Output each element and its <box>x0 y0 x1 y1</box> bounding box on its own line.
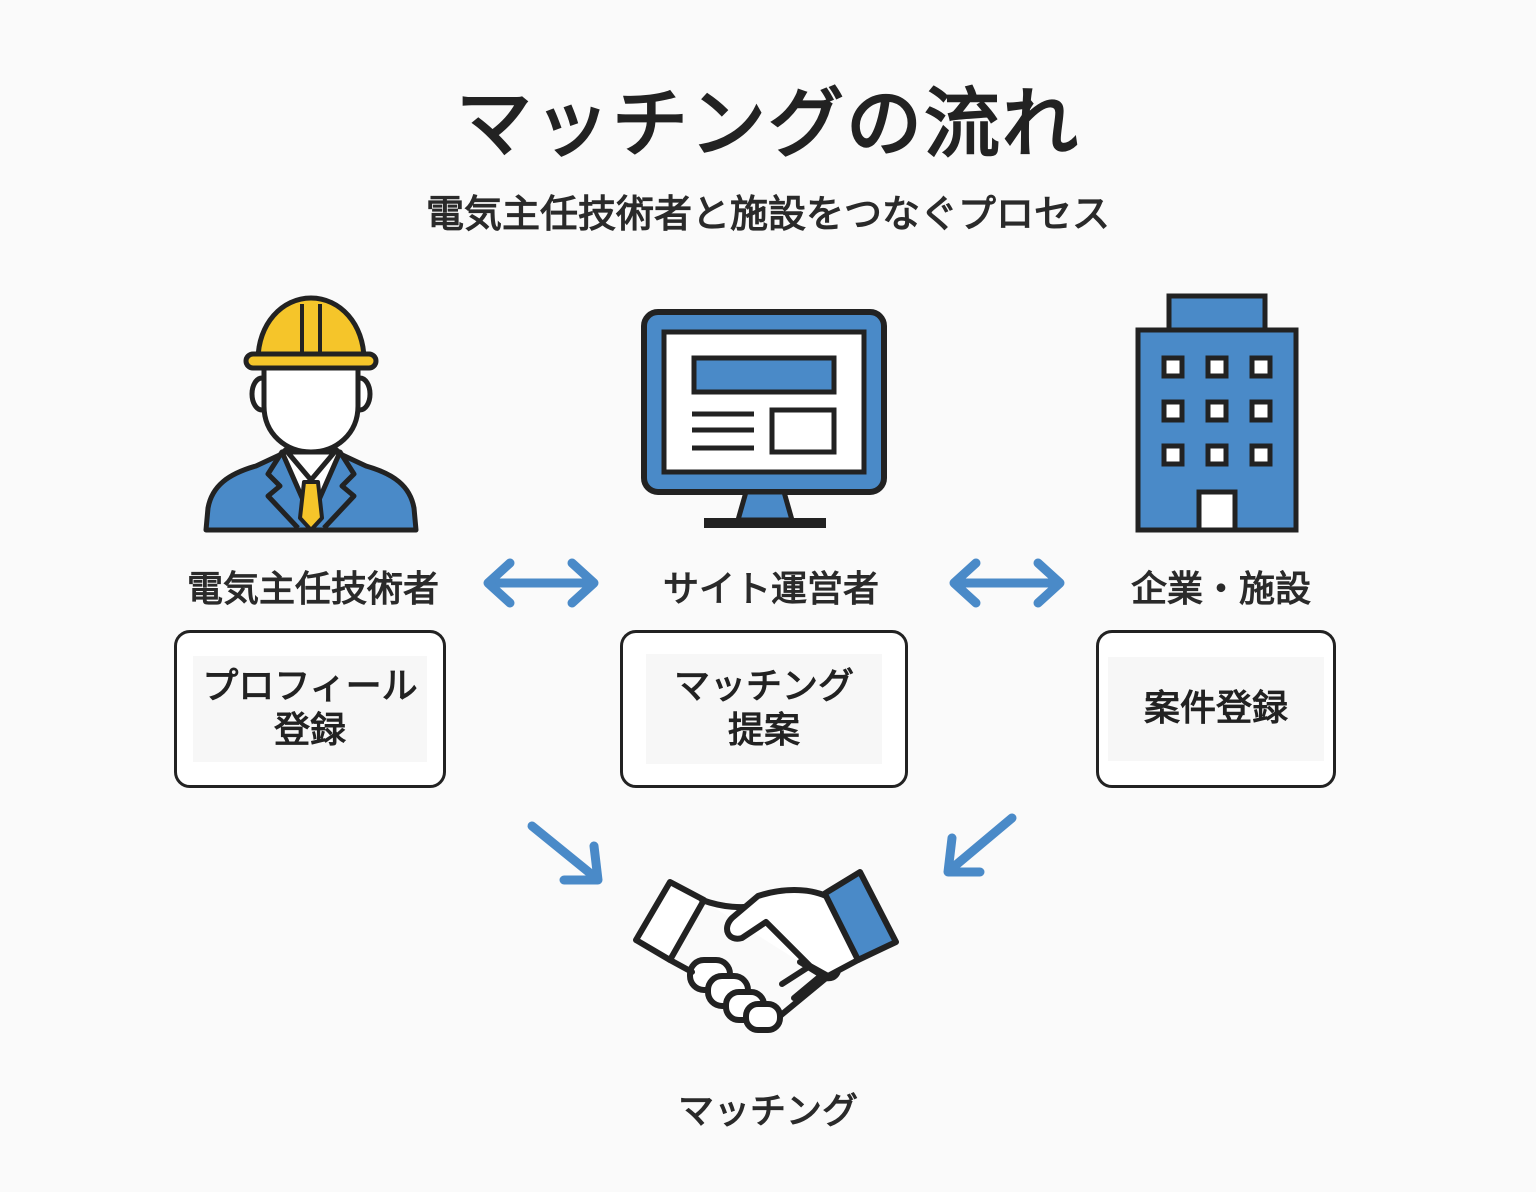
arrow-down-left <box>943 813 1017 877</box>
page-subtitle: 電気主任技術者と施設をつなぐプロセス <box>425 192 1110 236</box>
step-box-job-listing: 案件登録 <box>1096 630 1336 788</box>
handshake-icon <box>633 869 899 1033</box>
page-title: マッチングの流れ <box>456 79 1080 168</box>
building-icon <box>1135 293 1299 533</box>
monitor-icon <box>641 309 887 528</box>
role-label-facility: 企業・施設 <box>1130 569 1311 610</box>
double-arrow-left <box>483 558 599 608</box>
result-label: マッチング <box>677 1091 858 1132</box>
arrow-down-right <box>527 821 603 885</box>
step-text-profile: プロフィール 登録 <box>202 666 418 751</box>
step-box-profile: プロフィール 登録 <box>174 630 446 788</box>
step-text-proposal: マッチング 提案 <box>673 666 854 751</box>
engineer-icon <box>203 295 419 533</box>
double-arrow-right <box>949 558 1065 608</box>
role-label-engineer: 電気主任技術者 <box>186 569 439 610</box>
step-text-job-listing: 案件登録 <box>1143 688 1288 729</box>
role-label-site-operator: サイト運営者 <box>662 569 879 610</box>
step-box-proposal: マッチング 提案 <box>620 630 908 788</box>
